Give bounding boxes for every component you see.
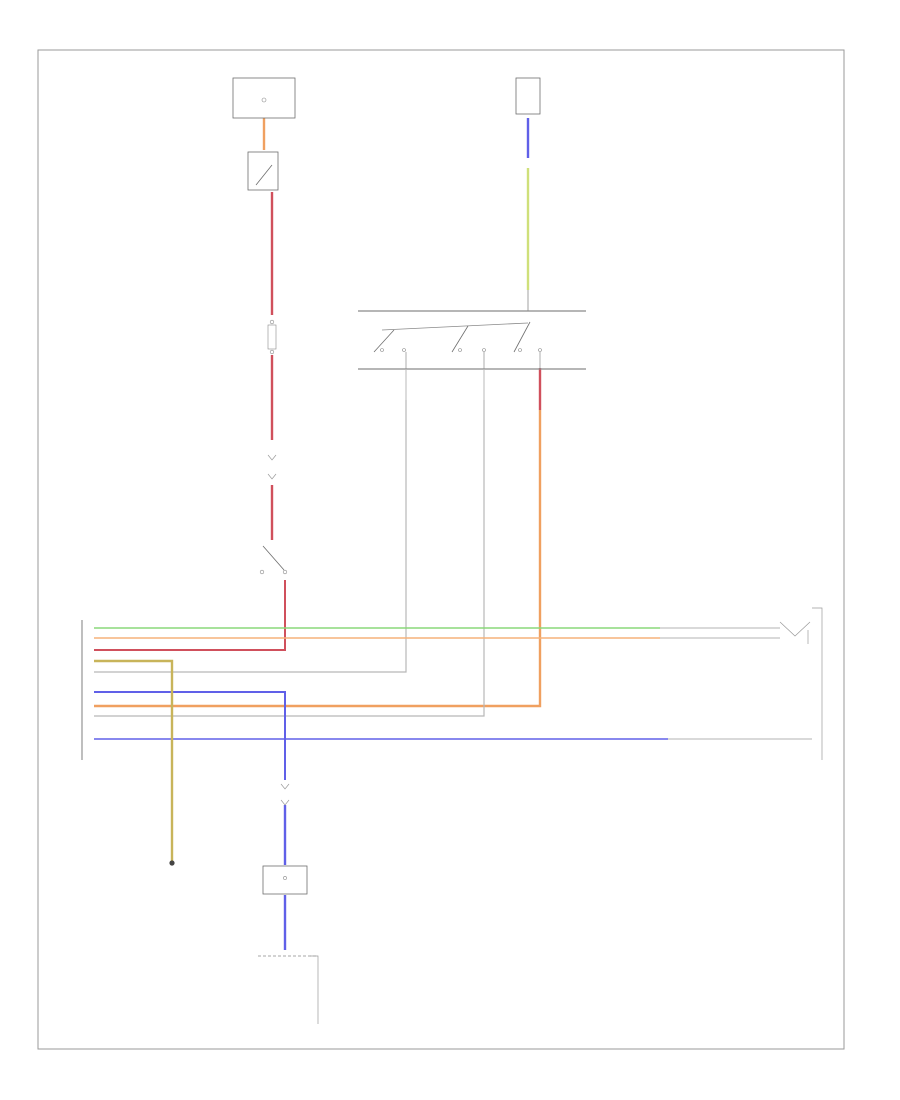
fuse-mid — [267, 319, 277, 355]
wire-ecm-to-ground — [94, 659, 174, 862]
actuator-leads — [660, 607, 823, 760]
connector-low — [280, 783, 290, 806]
wire-group — [94, 118, 668, 950]
wire-brake-lamp-switch-to-ecm — [94, 580, 286, 651]
wire-ecm-to-lower-connector-blue — [94, 691, 286, 780]
wire-cruise-switch-to-ecm-gray-2 — [94, 400, 485, 717]
brake-switch-top — [247, 151, 279, 191]
fuse-low — [262, 865, 308, 895]
transmission-unit — [515, 77, 541, 115]
diagram-frame — [37, 49, 845, 1050]
ground — [169, 860, 175, 866]
brake-lamp-switch — [259, 545, 288, 575]
wire-cruise-switch-to-ecm-gray-1 — [94, 400, 407, 673]
connector-mid — [267, 454, 277, 480]
cruise-control-switch — [358, 290, 586, 400]
junction-block — [258, 955, 319, 1024]
wire-cruise-switch-to-ecm-orange — [94, 410, 542, 708]
fuse-block-top — [232, 77, 296, 119]
